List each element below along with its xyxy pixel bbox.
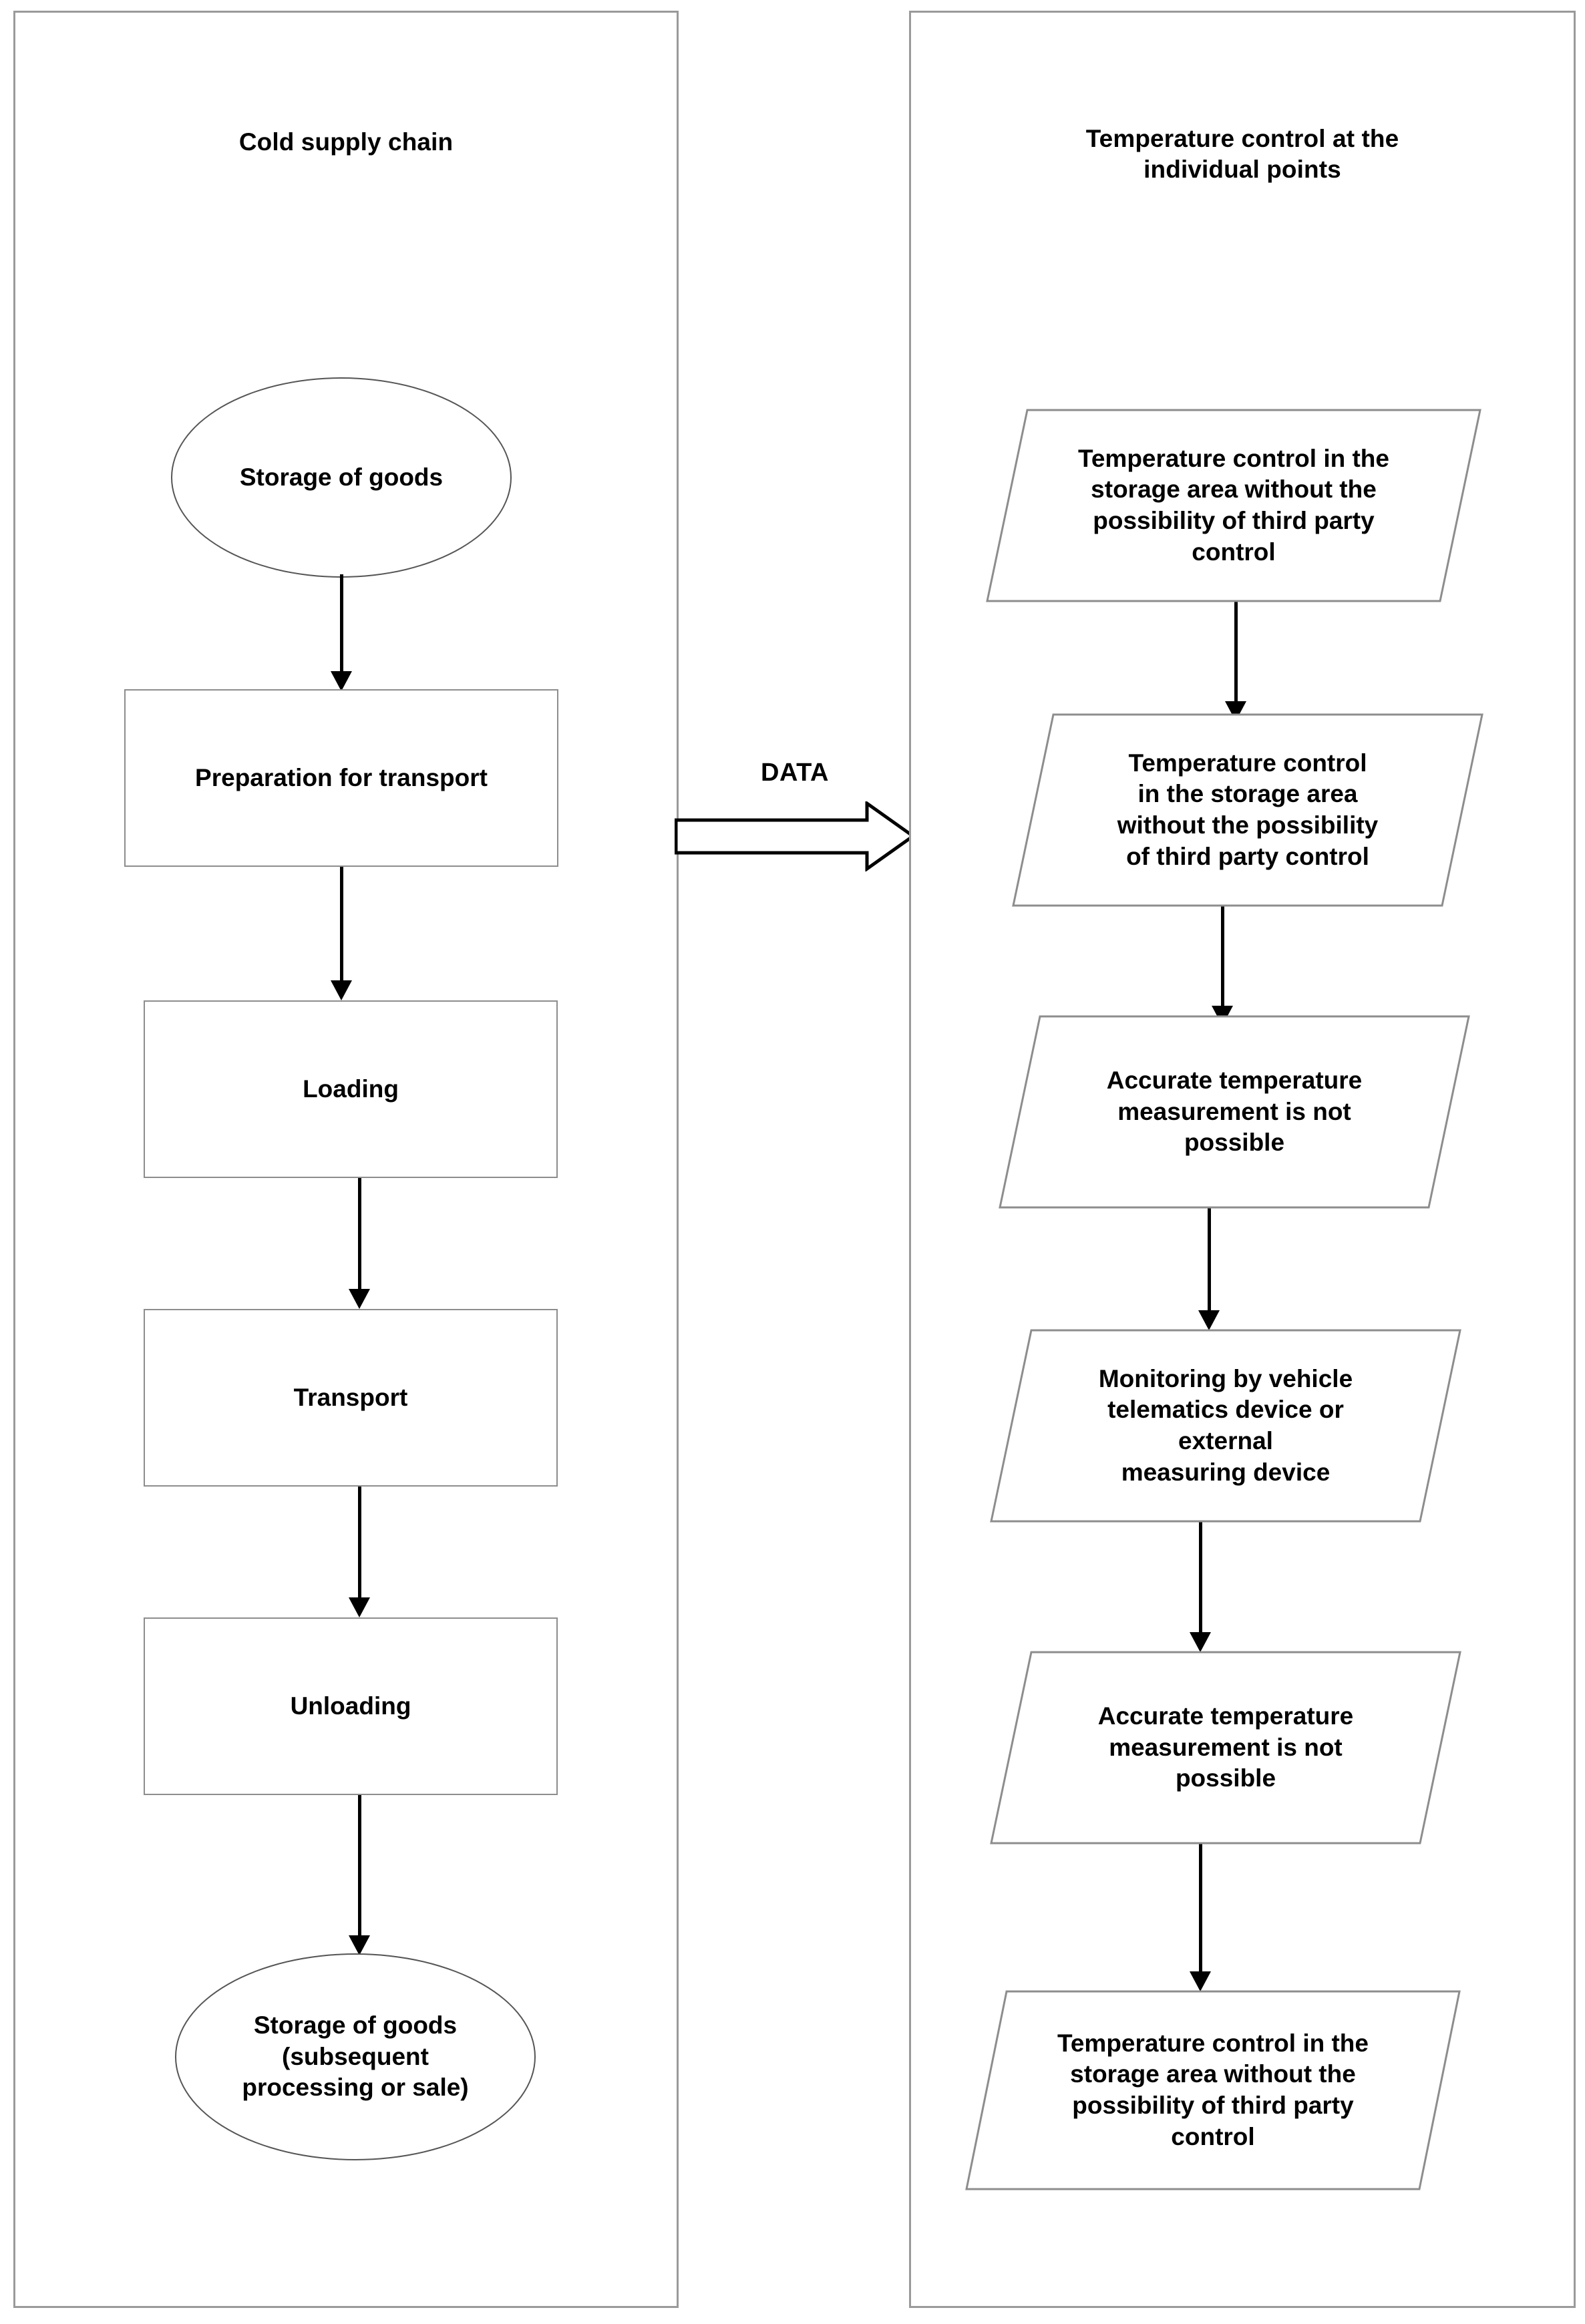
node-label: Storage of goods xyxy=(239,463,444,491)
node-label: Temperature control in the storage area … xyxy=(1057,2029,1369,2150)
panel-left-title: Cold supply chain xyxy=(238,128,454,156)
node-label: Storage of goods (subsequent processing … xyxy=(242,2011,469,2102)
panel-right-title: Temperature control at the individual po… xyxy=(1085,125,1399,184)
connector-r4-to-r5 xyxy=(1150,1521,1250,1652)
connector-r5-to-r6 xyxy=(1150,1843,1250,1991)
node-label: Temperature control in the storage area … xyxy=(1078,444,1389,566)
connector-r1-to-r2 xyxy=(1186,601,1286,721)
node-label: Preparation for transport xyxy=(195,763,488,791)
connector-r2-to-r3 xyxy=(1172,906,1272,1026)
node-label: Transport xyxy=(293,1383,408,1411)
node-label: Temperature control in the storage area … xyxy=(1117,749,1379,870)
node-preparation-for-transport: Preparation for transport xyxy=(124,689,558,867)
node-loading: Loading xyxy=(144,1000,558,1178)
node-transport: Transport xyxy=(144,1309,558,1487)
connector-unloading-to-storage xyxy=(309,1795,409,1955)
data-arrow-label: DATA xyxy=(761,759,829,787)
node-accurate-measurement-not-possible-2: Accurate temperature measurement is not … xyxy=(990,1651,1461,1845)
data-block-arrow xyxy=(675,801,915,872)
connector-storage-to-preparation xyxy=(291,574,391,691)
connector-r3-to-r4 xyxy=(1159,1207,1259,1330)
node-label: Loading xyxy=(303,1075,399,1103)
connector-transport-to-unloading xyxy=(309,1487,409,1617)
node-temp-control-storage-area-3: Temperature control in the storage area … xyxy=(965,1990,1461,2190)
connector-loading-to-transport xyxy=(309,1178,409,1309)
node-storage-of-goods: Storage of goods xyxy=(171,377,512,578)
node-label: Monitoring by vehicle telematics device … xyxy=(1098,1364,1353,1486)
connector-preparation-to-loading xyxy=(291,867,391,1000)
node-storage-of-goods-subsequent: Storage of goods (subsequent processing … xyxy=(175,1953,536,2160)
node-label: Unloading xyxy=(290,1692,411,1720)
node-label: Accurate temperature measurement is not … xyxy=(1106,1067,1363,1157)
node-unloading: Unloading xyxy=(144,1617,558,1795)
node-label: Accurate temperature measurement is not … xyxy=(1097,1702,1354,1792)
node-monitoring-vehicle-telematics: Monitoring by vehicle telematics device … xyxy=(990,1329,1461,1523)
node-temp-control-storage-area-1: Temperature control in the storage area … xyxy=(986,409,1481,602)
node-temp-control-storage-area-2: Temperature control in the storage area … xyxy=(1012,713,1483,907)
node-accurate-measurement-not-possible-1: Accurate temperature measurement is not … xyxy=(999,1015,1470,1209)
